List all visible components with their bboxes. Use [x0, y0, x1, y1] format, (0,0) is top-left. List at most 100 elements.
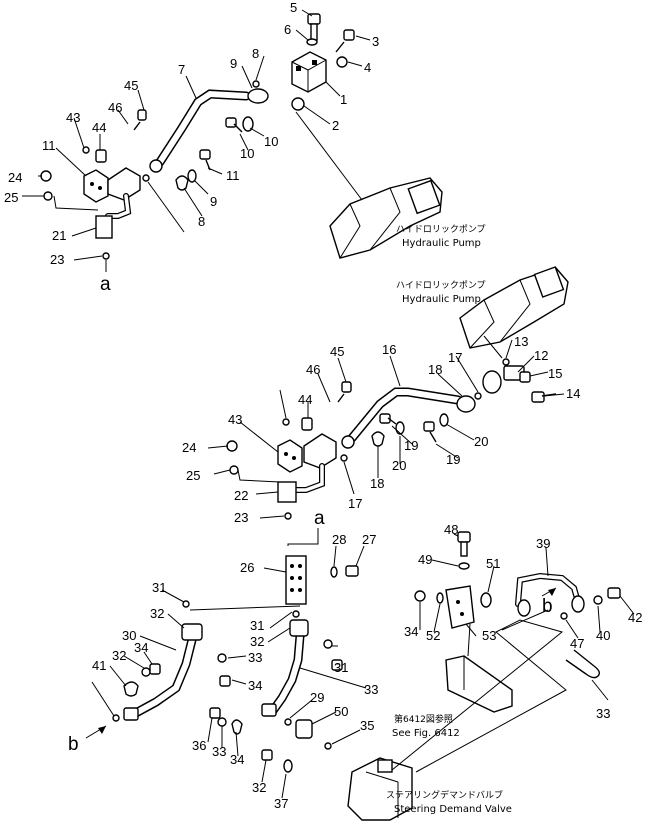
o-ring-part-8-b: [142, 174, 150, 182]
reference-letters: a a b b: [68, 274, 553, 755]
caption-pump-mid-en: Hydraulic Pump: [402, 294, 481, 305]
hose-part-7: [149, 88, 269, 173]
split-flange-part-18: [371, 431, 385, 447]
callout: 43: [228, 412, 242, 427]
split-flange-part-9: [175, 175, 189, 191]
callout: 32: [252, 780, 266, 795]
o-ring-part-23-mid: [284, 512, 292, 520]
callout: 50: [334, 704, 348, 719]
callout: 17: [348, 496, 362, 511]
callout: 26: [240, 560, 254, 575]
washer-part-25-mid: [229, 465, 239, 475]
callout: 31: [250, 618, 264, 633]
callout: 48: [444, 522, 458, 537]
callout: 6: [284, 22, 291, 37]
o-ring-part-23-top: [102, 252, 110, 260]
callout: 27: [362, 532, 376, 547]
bolt-part-10-a: [225, 117, 243, 133]
tube-part-39: [515, 572, 585, 617]
washer-part-38: [283, 759, 293, 773]
callout: 35: [360, 718, 374, 733]
arrow-ref-b-left: [85, 725, 107, 739]
leader-lines: [22, 9, 635, 799]
o-ring-part-2: [291, 97, 305, 111]
callout: 34: [248, 678, 262, 693]
steering-demand-valve: [347, 757, 413, 821]
bolt-part-24-mid: [226, 440, 238, 452]
callout: 32: [112, 648, 126, 663]
nut-part-52: [414, 590, 426, 602]
callout: 8: [198, 214, 205, 229]
callout: 44: [92, 120, 106, 135]
o-ring-part-31-b: [292, 610, 300, 618]
callout: 33: [248, 650, 262, 665]
callout: 47: [570, 636, 584, 651]
callout: 9: [230, 56, 237, 71]
callout: 25: [4, 190, 18, 205]
callout: 30: [122, 628, 136, 643]
callout: 14: [566, 386, 580, 401]
callout: 2: [332, 118, 339, 133]
bolt-part-14: [531, 391, 557, 403]
callout: 53: [482, 628, 496, 643]
callout: 32: [150, 606, 164, 621]
bolt-part-44-mid: [301, 417, 313, 431]
washer-part-34-b: [217, 653, 227, 663]
washer-part-42: [593, 595, 603, 605]
o-ring-part-31-d: [284, 718, 292, 726]
callout: 7: [178, 62, 185, 77]
bolt-part-48: [457, 531, 471, 557]
callout: 29: [310, 690, 324, 705]
bracket-part-43-top: [83, 169, 109, 203]
callout: 33: [364, 682, 378, 697]
block-part-22: [277, 481, 297, 503]
bolt-part-15: [519, 371, 531, 383]
washer-part-4: [336, 56, 348, 68]
bolt-part-41: [607, 587, 621, 599]
caption-pump-mid-jp: ハイドロリックポンプ: [396, 280, 486, 291]
washer-part-25-top: [43, 191, 53, 201]
callout: 45: [330, 344, 344, 359]
callout: 36: [192, 738, 206, 753]
bolt-part-37: [261, 749, 273, 761]
callout: 1: [340, 92, 347, 107]
callout: 34: [404, 624, 418, 639]
bolt-part-19-a: [379, 413, 397, 425]
o-ring-part-31-c: [112, 714, 120, 722]
callout: 10: [240, 146, 254, 161]
callout-numbers: 5 6 3 4 8 9 7 1 2 45 46 44 43 11 10 10 2…: [4, 0, 642, 811]
elbow-part-46-mid: [289, 433, 337, 493]
washer-part-46-top: [82, 146, 90, 154]
o-ring-part-31-a: [182, 600, 190, 608]
ref-a-top: a: [100, 274, 111, 295]
o-ring-part-17-b: [340, 454, 348, 462]
callout: 17: [448, 350, 462, 365]
callout: 49: [418, 552, 432, 567]
bolt-part-44-top: [95, 149, 107, 163]
callout: 16: [382, 342, 396, 357]
callout: 37: [274, 796, 288, 811]
elbow-part-46-top: [105, 167, 141, 219]
mounting-bracket: [445, 655, 513, 713]
callout: 51: [486, 556, 500, 571]
callout: 21: [52, 228, 66, 243]
callout: 4: [364, 60, 371, 75]
flange-part-12: [482, 365, 525, 394]
washer-part-49: [458, 562, 470, 570]
washer-part-34-a: [141, 667, 151, 677]
caption-pump-top-jp: ハイドロリックポンプ: [396, 224, 486, 235]
washer-part-34-d: [217, 717, 227, 727]
callout: 20: [474, 434, 488, 449]
split-flange-part-32-b: [231, 719, 243, 735]
o-ring-part-13: [502, 358, 510, 366]
caption-valve-jp: ステアリングデマンドバルブ: [386, 789, 503, 801]
hydraulic-pump-middle: [459, 266, 569, 359]
hose-part-16: [341, 387, 476, 449]
washer-part-20-a: [395, 421, 405, 435]
callout: 34: [230, 752, 244, 767]
callout: 44: [298, 392, 312, 407]
callout: 3: [372, 34, 379, 49]
callout: 8: [252, 46, 259, 61]
bolt-part-27: [345, 565, 359, 577]
